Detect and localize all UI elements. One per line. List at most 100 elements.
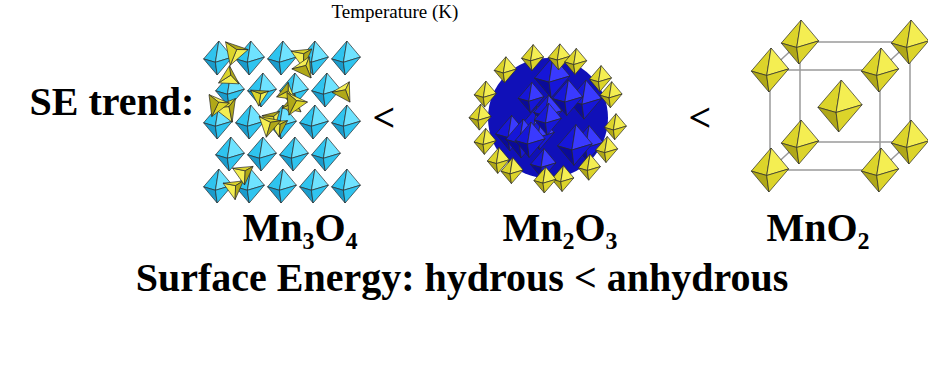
polyhedron-face — [280, 155, 294, 171]
polyhedron-face — [518, 98, 530, 112]
polyhedron-face — [861, 171, 879, 192]
polyhedron-face — [483, 141, 496, 155]
polyhedron-face — [609, 94, 622, 108]
polyhedron-face — [474, 142, 484, 154]
polyhedron-face — [891, 143, 909, 164]
polyhedron-face — [279, 121, 287, 137]
polyhedron-face — [836, 105, 862, 132]
polyhedron-face — [574, 61, 587, 75]
polyhedron-face — [596, 150, 606, 162]
polyhedron-face — [226, 42, 249, 50]
polyhedron-face — [503, 69, 516, 83]
polyhedron-face — [582, 99, 602, 120]
polyhedron-face — [510, 170, 523, 184]
polyhedron-face — [266, 121, 280, 138]
polyhedron-face — [230, 66, 240, 84]
polyhedron-face — [891, 43, 909, 64]
compound-label: Mn₂O₃ — [502, 206, 617, 250]
polyhedron-face — [589, 79, 599, 91]
polyhedron-face — [578, 168, 588, 180]
polyhedron-face — [343, 185, 360, 203]
polyhedron-face — [287, 93, 297, 116]
compound-label: MnO₂ — [766, 206, 869, 250]
polyhedron-face — [767, 169, 789, 192]
compound-label: Mn₃O₄ — [242, 206, 357, 250]
polyhedron-face — [235, 181, 243, 200]
polyhedron-face — [469, 118, 479, 130]
polyhedron-face — [343, 57, 360, 75]
polyhedron-face — [209, 95, 219, 117]
polyhedron-face — [565, 97, 583, 116]
polyhedron-face — [236, 59, 250, 75]
polyhedron-face — [343, 121, 360, 139]
polyhedron-face — [797, 41, 819, 64]
polyhedron-face — [605, 149, 618, 163]
polyhedron-face — [600, 95, 610, 107]
polyhedron-face — [312, 91, 326, 107]
polyhedron-face — [204, 187, 218, 203]
polyhedron-face — [877, 69, 899, 92]
polyhedron-face — [262, 111, 279, 116]
polyhedron-face — [332, 90, 350, 102]
polyhedron-face — [534, 181, 544, 193]
polyhedron-face — [216, 155, 230, 171]
mno2-structure — [751, 20, 928, 192]
polyhedron-face — [311, 57, 328, 75]
polyhedron-face — [236, 123, 250, 139]
polyhedron-face — [478, 116, 491, 130]
polyhedron-face — [474, 95, 484, 107]
polyhedron-face — [767, 69, 789, 92]
polyhedron-face — [781, 143, 799, 164]
polyhedron-face — [751, 171, 769, 192]
polyhedron-face — [332, 123, 346, 139]
polyhedron-face — [546, 118, 562, 135]
polyhedron-face — [501, 171, 511, 183]
polyhedron-face — [528, 139, 546, 158]
axis-title: Temperature (K) — [332, 2, 459, 23]
polyhedron-face — [259, 153, 276, 171]
polyhedron-face — [515, 141, 529, 158]
polyhedron-face — [251, 90, 269, 94]
mn2o3-structure — [469, 44, 626, 193]
polyhedron-face — [311, 121, 328, 139]
polyhedron-face — [247, 185, 264, 203]
polyhedron-face — [483, 94, 496, 108]
polyhedron-face — [534, 120, 547, 135]
polyhedron-face — [215, 121, 232, 139]
polyhedron-face — [291, 153, 308, 171]
polyhedron-face — [558, 146, 574, 165]
polyhedron-face — [312, 155, 326, 171]
polyhedron-face — [877, 169, 899, 192]
polyhedron-face — [529, 97, 544, 113]
less-than-sign: < — [689, 96, 712, 140]
polyhedron-face — [219, 66, 231, 83]
polyhedron-face — [907, 141, 928, 164]
polyhedron-face — [268, 187, 282, 203]
polyhedron-face — [907, 41, 928, 64]
polyhedron-face — [247, 57, 264, 75]
polyhedron-face — [818, 107, 839, 132]
polyhedron-face — [522, 58, 532, 70]
polyhedron-face — [531, 57, 544, 71]
polyhedron-face — [279, 185, 296, 203]
polyhedron-face — [279, 57, 296, 75]
polyhedron-face — [781, 43, 799, 64]
polyhedron-face — [204, 123, 218, 139]
polyhedron-face — [277, 82, 289, 97]
polyhedron-face — [751, 71, 769, 92]
polyhedron-face — [268, 59, 282, 75]
polyhedron-face — [245, 166, 254, 185]
polyhedron-face — [332, 59, 346, 75]
polyhedron-face — [548, 58, 558, 70]
polyhedron-face — [496, 160, 509, 174]
summary-note: Surface Energy: hydrous < anhydrous — [136, 256, 789, 300]
polyhedron-face — [229, 99, 235, 123]
mn3o4-structure — [204, 41, 361, 203]
polyhedron-face — [323, 153, 340, 171]
polyhedron-face — [587, 167, 600, 181]
polyhedron-face — [561, 178, 574, 192]
trend-label: SE trend: — [30, 80, 195, 124]
polyhedron-face — [311, 185, 328, 203]
polyhedron-face — [797, 141, 819, 164]
